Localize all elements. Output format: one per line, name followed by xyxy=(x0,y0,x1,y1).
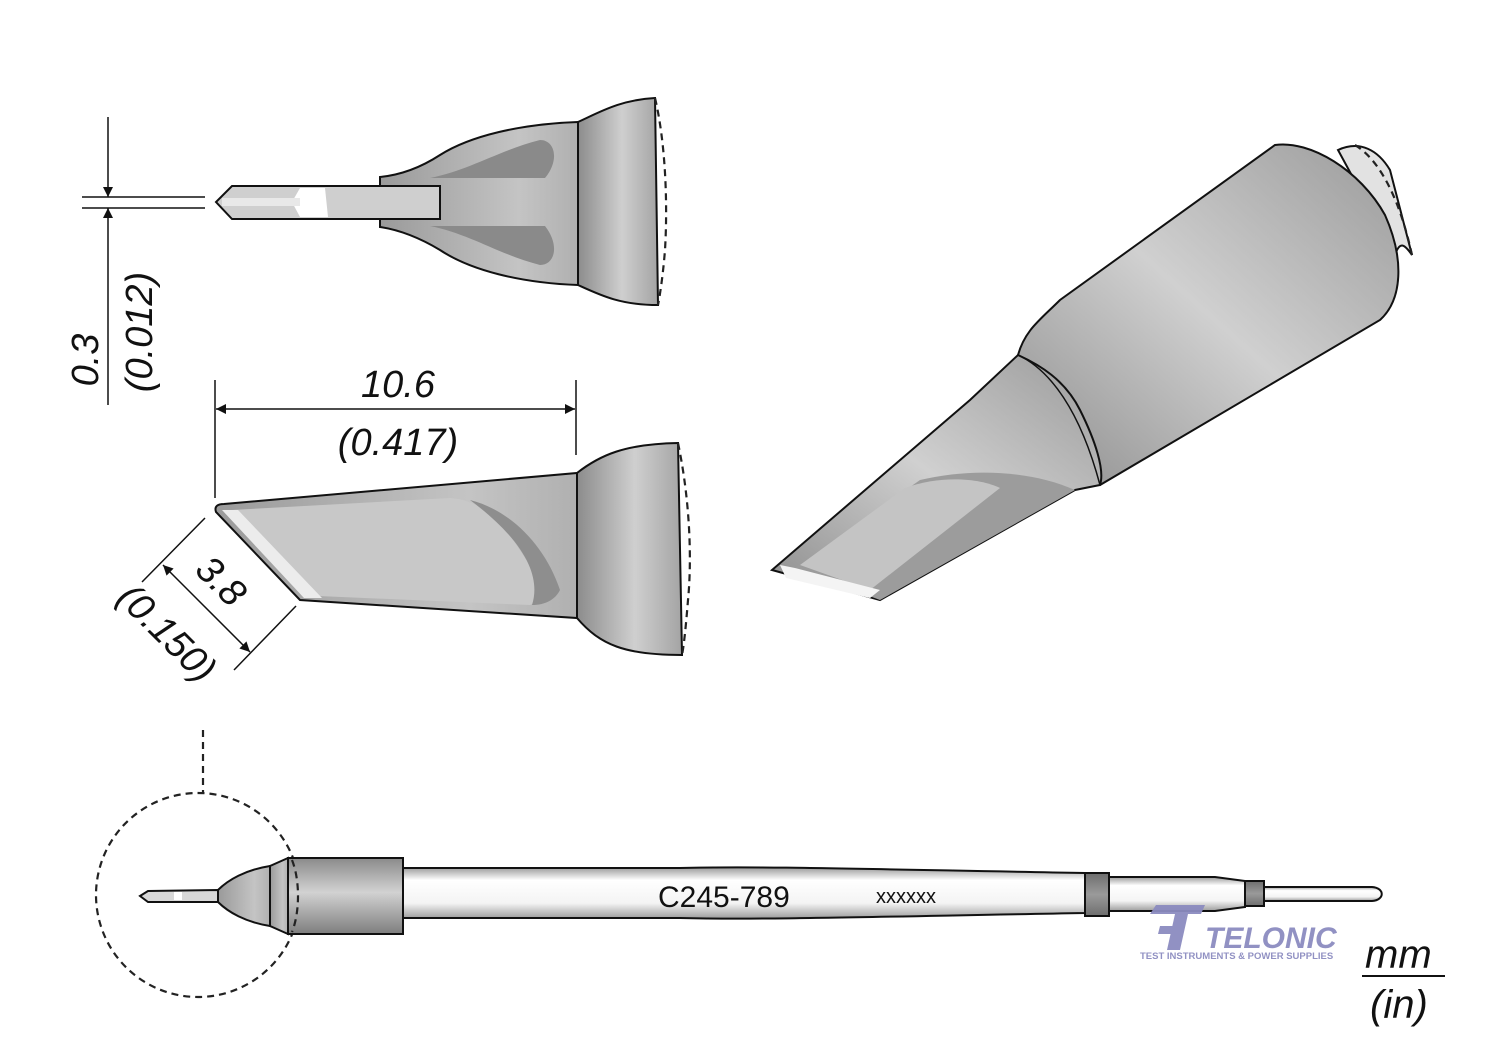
brand-name: TELONIC xyxy=(1205,922,1338,955)
length-in-label: (0.417) xyxy=(338,422,458,464)
telonic-logo-icon xyxy=(1150,905,1205,950)
thickness-in-label: (0.012) xyxy=(119,272,161,392)
part-number-label: C245-789 xyxy=(658,881,790,914)
tip-top-view xyxy=(214,96,668,307)
tip-isometric-view xyxy=(769,143,1414,602)
brand-tagline: TEST INSTRUMENTS & POWER SUPPLIES xyxy=(1140,951,1333,962)
unit-primary: mm xyxy=(1365,933,1432,977)
dimension-thickness: 0.3 (0.012) xyxy=(65,117,205,405)
dimension-length: 10.6 (0.417) xyxy=(214,364,577,498)
telonic-watermark: TELONIC TEST INSTRUMENTS & POWER SUPPLIE… xyxy=(1140,905,1338,962)
serial-placeholder-label: xxxxxx xyxy=(876,886,936,908)
cartridge-overview: C245-789 xxxxxx xyxy=(94,730,1383,999)
tip-side-view xyxy=(214,441,691,657)
length-mm-label: 10.6 xyxy=(361,364,436,406)
thickness-mm-label: 0.3 xyxy=(65,334,107,387)
unit-secondary: (in) xyxy=(1370,983,1428,1027)
blade-width-mm-label: 3.8 xyxy=(187,548,254,615)
units-legend: mm (in) xyxy=(1362,933,1445,1027)
